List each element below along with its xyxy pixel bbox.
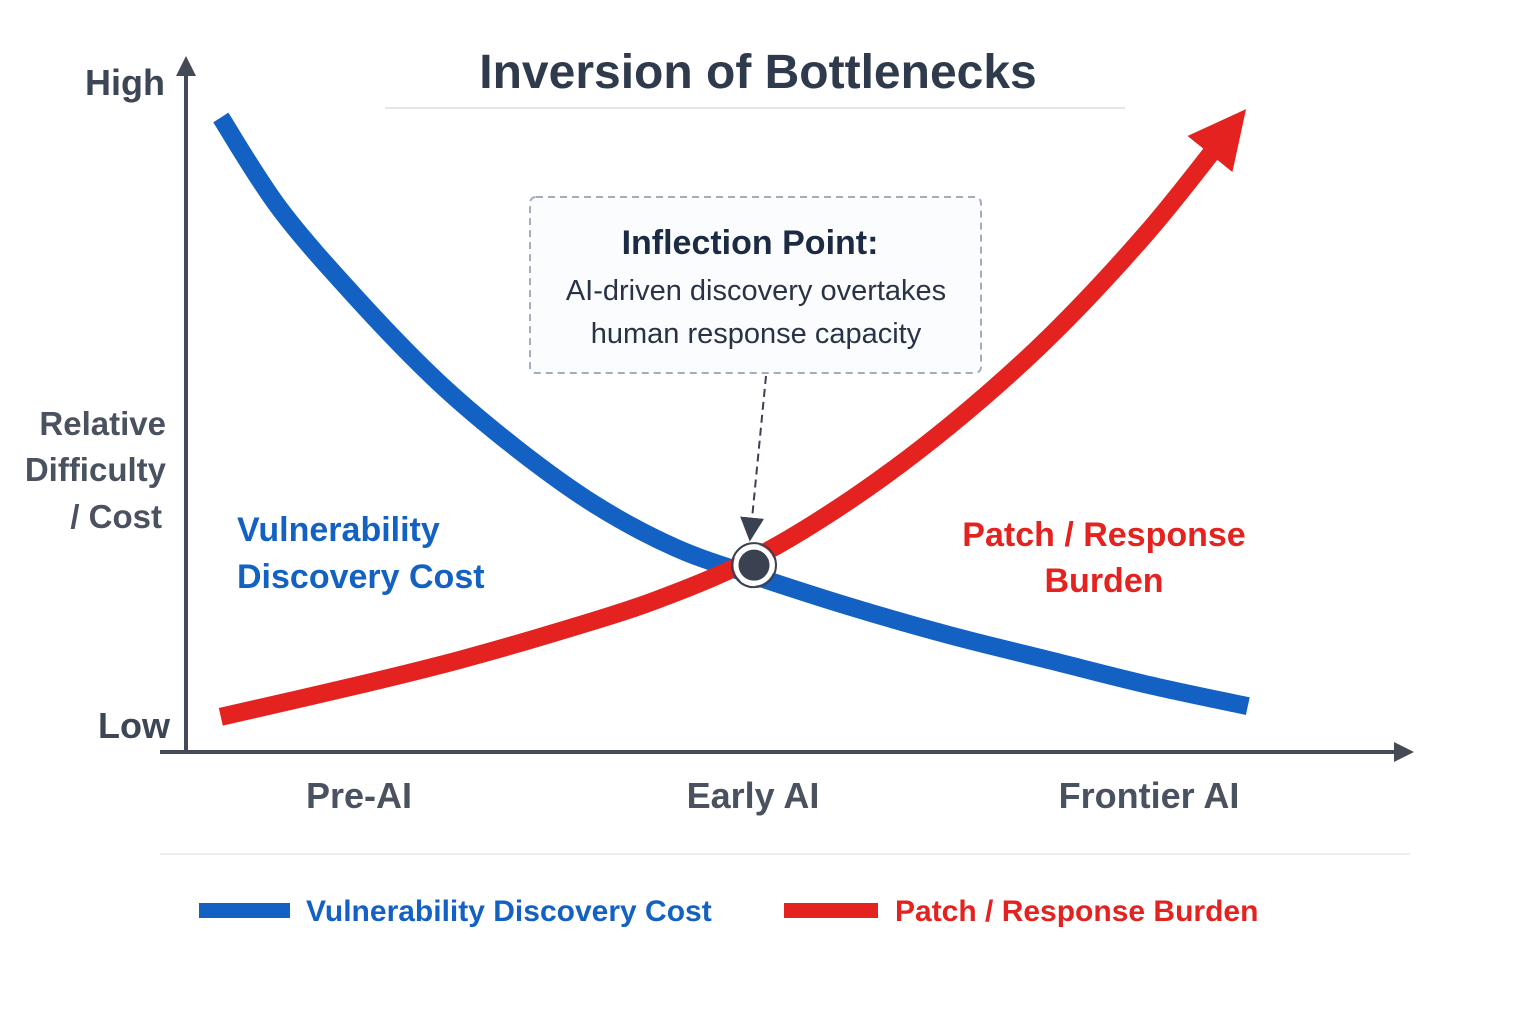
x-tick-label-frontier-ai: Frontier AI bbox=[1059, 775, 1240, 816]
y-axis-label-line-1: Relative bbox=[39, 405, 166, 442]
y-axis-high-label: High bbox=[85, 62, 165, 103]
y-axis-label-line-2: Difficulty bbox=[25, 451, 167, 488]
x-tick-label-early-ai: Early AI bbox=[687, 775, 820, 816]
y-axis-label-line-3: / Cost bbox=[70, 498, 162, 535]
chart-title: Inversion of Bottlenecks bbox=[479, 46, 1036, 99]
x-tick-label-pre-ai: Pre-AI bbox=[306, 775, 412, 816]
callout-title: Inflection Point: bbox=[622, 224, 879, 262]
inflection-point-ring bbox=[731, 542, 777, 589]
legend-label-burden: Patch / Response Burden bbox=[895, 895, 1258, 928]
series-label-discovery-line-2: Discovery Cost bbox=[237, 558, 485, 596]
inflection-point-marker bbox=[733, 544, 775, 586]
series-line-discovery-cost bbox=[213, 112, 1250, 715]
series-label-discovery-line-1: Vulnerability bbox=[237, 511, 440, 549]
callout-line-1: AI-driven discovery overtakes bbox=[566, 275, 946, 307]
y-axis-low-label: Low bbox=[98, 705, 171, 746]
series-label-burden-line-2: Burden bbox=[1045, 562, 1164, 600]
callout-line-2: human response capacity bbox=[591, 318, 922, 350]
callout-pointer-arrow bbox=[740, 375, 767, 542]
legend-swatch-discovery bbox=[199, 903, 290, 918]
callout-box bbox=[529, 196, 982, 374]
legend-label-discovery: Vulnerability Discovery Cost bbox=[306, 895, 712, 928]
legend-swatch-burden bbox=[784, 903, 878, 918]
series-label-burden-line-1: Patch / Response bbox=[962, 516, 1245, 554]
